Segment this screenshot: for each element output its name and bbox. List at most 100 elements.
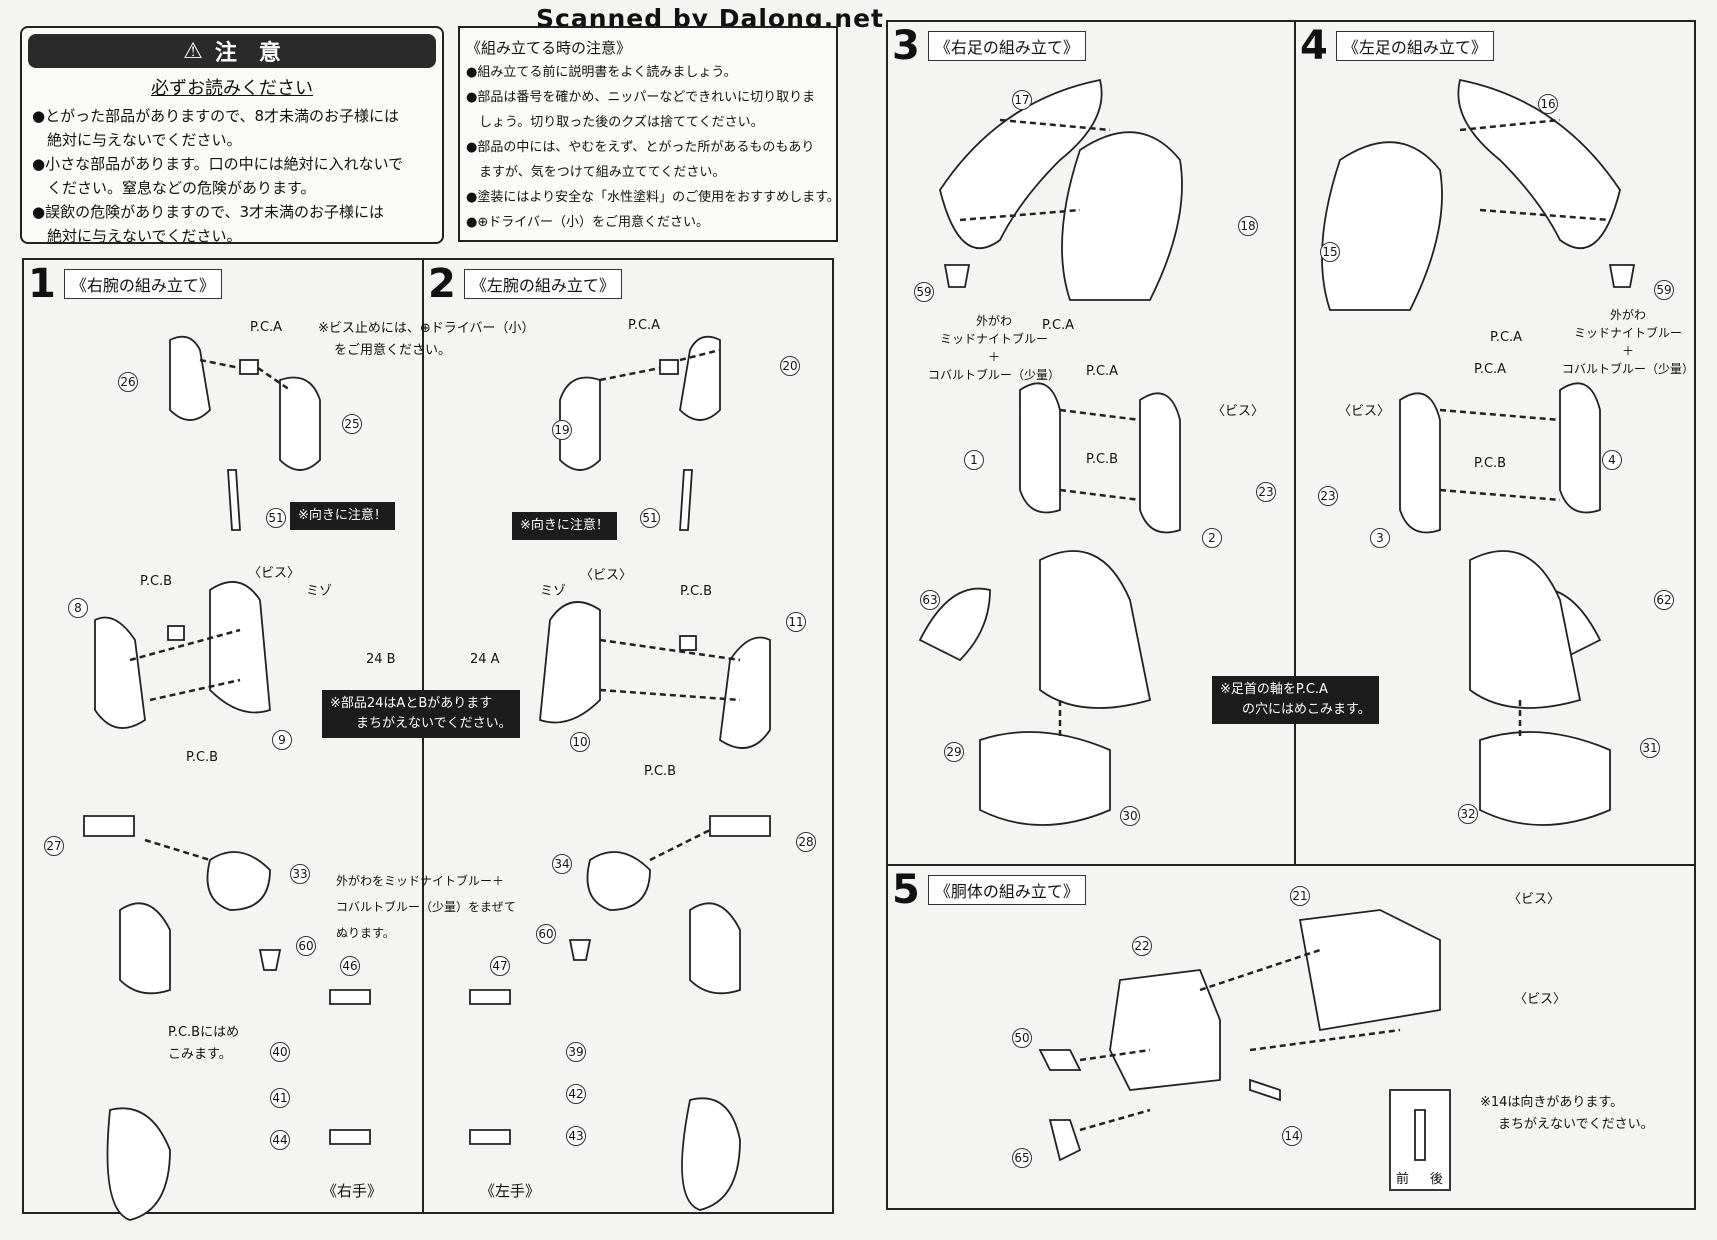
assembly-note-line: ●部品の中には、やむをえず、とがった所があるものもあり xyxy=(466,140,815,155)
assembly-arrow xyxy=(129,628,241,702)
part-17-drawing xyxy=(939,78,1103,250)
step4-screw-label: 〈ビス〉 xyxy=(1338,404,1391,419)
part-34-drawing xyxy=(586,851,651,911)
step5-screw2-label: 〈ビス〉 xyxy=(1514,992,1567,1007)
note-line: ＋ xyxy=(1622,344,1635,358)
step4-pcb-label: P.C.B xyxy=(1474,456,1507,471)
part-number: 17 xyxy=(1012,90,1032,110)
part-number: 29 xyxy=(944,742,964,762)
caution-line: ●小さな部品があります。口の中には絶対に入れないで xyxy=(32,155,404,173)
part-4-drawing xyxy=(1559,382,1601,514)
step2-orientation-note: ※向きに注意！ xyxy=(512,512,617,540)
hand-drawing xyxy=(106,1107,171,1221)
part-number: 3 xyxy=(1370,528,1390,548)
step-number: 4 xyxy=(1300,23,1328,69)
note-line: ミッドナイトブルー xyxy=(940,332,1049,346)
note-line: コバルトブルー（少量） xyxy=(1562,362,1695,376)
ankle-note: ※足首の軸をP.C.A の穴にはめこみます。 xyxy=(1212,676,1379,724)
part-number: 4 xyxy=(1602,450,1622,470)
upper-arm-drawing xyxy=(689,902,741,995)
step2-part24a-label: 24 A xyxy=(470,652,500,667)
step3-pca-label: P.C.A xyxy=(1042,318,1075,333)
part-8-drawing xyxy=(94,616,146,729)
part-number: 51 xyxy=(640,508,660,528)
part-number: 8 xyxy=(68,598,88,618)
step2-pcb2-label: P.C.B xyxy=(644,764,677,779)
part-25-drawing xyxy=(279,376,321,471)
step5-panel xyxy=(886,864,1696,1210)
step-label: 《左腕の組み立て》 xyxy=(463,269,622,299)
part-number: 30 xyxy=(1120,806,1140,826)
part-21-drawing xyxy=(1298,909,1441,1032)
part-number: 9 xyxy=(272,730,292,750)
part-number: 44 xyxy=(270,1130,290,1150)
caution-heading: 注 意 xyxy=(214,41,281,66)
part-number: 65 xyxy=(1012,1148,1032,1168)
assembly-notes-heading: 《組み立てる時の注意》 xyxy=(466,39,632,57)
part-46-drawing xyxy=(329,989,371,1005)
caution-list: ●とがった部品がありますので、8才未満のお子様には 絶対に与えないでください。 … xyxy=(32,104,442,248)
assembly-note-line: ●組み立てる前に説明書をよく読みましょう。 xyxy=(466,65,737,80)
part-number: 1 xyxy=(964,450,984,470)
assembly-note-line: ますが、気をつけて組み立ててください。 xyxy=(466,165,726,180)
assembly-arrow xyxy=(144,838,211,862)
note-line: ※部品24はAとBがあります xyxy=(330,696,493,711)
part-65-drawing xyxy=(1048,1119,1082,1162)
part-59-drawing xyxy=(1608,264,1636,288)
step3-pca2-label: P.C.A xyxy=(1086,364,1119,379)
step1-orientation-note: ※向きに注意！ xyxy=(290,502,395,530)
assembly-arrow xyxy=(599,638,741,702)
paint-note: 外がわをミッドナイトブルー＋ コバルトブルー（少量）をまぜて ぬります。 xyxy=(336,868,516,946)
part-60-drawing xyxy=(568,939,592,961)
note-line: ミッドナイトブルー xyxy=(1574,326,1683,340)
assembly-notes-box: 《組み立てる時の注意》 ●組み立てる前に説明書をよく読みましょう。 ●部品は番号… xyxy=(458,26,840,242)
part-number: 27 xyxy=(44,836,64,856)
part-number: 59 xyxy=(1654,280,1674,300)
left-hand-label: 《左手》 xyxy=(480,1182,541,1200)
part-59-drawing xyxy=(943,264,971,288)
part-number: 43 xyxy=(566,1126,586,1146)
part-number: 60 xyxy=(536,924,556,944)
part-number: 34 xyxy=(552,854,572,874)
step1-pcb-label: P.C.B xyxy=(140,574,173,589)
part-10-drawing xyxy=(539,601,601,724)
part-number: 26 xyxy=(118,372,138,392)
note-line: ぬります。 xyxy=(336,926,395,940)
step4-outer-note: 外がわ ミッドナイトブルー ＋ コバルトブルー（少量） xyxy=(1562,306,1694,378)
part-50-drawing xyxy=(1038,1049,1082,1071)
part-number: 25 xyxy=(342,414,362,434)
part-number: 28 xyxy=(796,832,816,852)
note-line: P.C.Bにはめ xyxy=(168,1025,240,1040)
part-2-drawing xyxy=(1139,392,1181,534)
step5-title: 5 《胴体の組み立て》 xyxy=(892,870,1086,910)
note-line: まちがえないでください。 xyxy=(1498,1117,1654,1132)
part-number: 33 xyxy=(290,864,310,884)
step-number: 1 xyxy=(28,261,56,307)
note-line: ※ビス止めには、⊕ドライバー（小） xyxy=(318,321,535,336)
pc-a-drawing xyxy=(239,359,259,375)
assembly-arrow xyxy=(1459,118,1611,222)
assembly-arrow xyxy=(599,348,721,382)
step2-screw-label: 〈ビス〉 xyxy=(580,568,633,583)
part-number: 50 xyxy=(1012,1028,1032,1048)
pc-a-drawing xyxy=(659,359,679,375)
caution-line: ●誤飲の危険がありますので、3才未満のお子様には xyxy=(32,203,385,221)
caution-line: 絶対に与えないでください。 xyxy=(32,227,242,245)
part-number: 51 xyxy=(266,508,286,528)
step4-title: 4 《左足の組み立て》 xyxy=(1300,26,1494,66)
part-20-drawing xyxy=(679,335,721,421)
assembly-arrow xyxy=(199,358,291,392)
part-63-drawing xyxy=(918,587,991,662)
pc-b-drawing xyxy=(679,635,697,651)
step3-screw-label: 〈ビス〉 xyxy=(1212,404,1265,419)
part-14-drawing xyxy=(1249,1078,1281,1102)
part-number: 60 xyxy=(296,936,316,956)
part-29-drawing xyxy=(979,731,1111,826)
part-number: 46 xyxy=(340,956,360,976)
caution-subheading: 必ずお読みください xyxy=(151,78,313,99)
note-line: 外がわ xyxy=(1610,308,1647,322)
step1-mizo-label: ミゾ xyxy=(306,584,333,599)
part-number: 11 xyxy=(786,612,806,632)
thigh-drawing xyxy=(1469,550,1582,709)
hand-drawing xyxy=(681,1097,741,1211)
